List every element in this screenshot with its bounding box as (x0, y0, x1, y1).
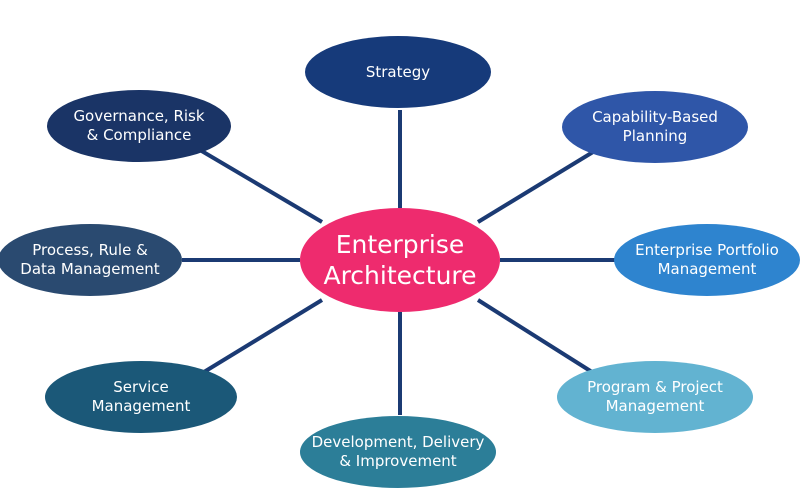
connector-line-program-project-management (476, 298, 594, 374)
connector-line-service-management (202, 298, 324, 374)
center-node-enterprise-architecture: Enterprise Architecture (300, 208, 500, 312)
node-enterprise-portfolio-management: Enterprise Portfolio Management (614, 224, 800, 296)
node-program-project-management: Program & Project Management (557, 361, 753, 433)
node-strategy: Strategy (305, 36, 491, 108)
connector-line-governance-risk-compliance (198, 148, 324, 224)
node-governance-risk-compliance: Governance, Risk & Compliance (47, 90, 231, 162)
node-process-rule-data-management: Process, Rule & Data Management (0, 224, 182, 296)
node-capability-based-planning: Capability-Based Planning (562, 91, 748, 163)
node-development-delivery-improvement: Development, Delivery & Improvement (300, 416, 496, 488)
node-service-management: Service Management (45, 361, 237, 433)
connector-line-capability-based-planning (476, 150, 595, 224)
